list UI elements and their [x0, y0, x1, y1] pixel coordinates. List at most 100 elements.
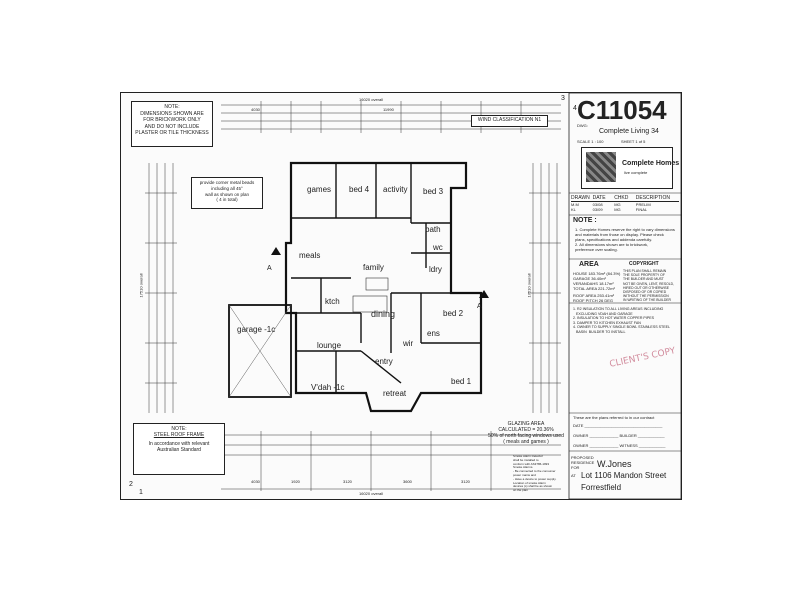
- signature-owner-builder: OWNER _____________ BUILDER ____________: [573, 433, 665, 438]
- drawing-label: DWG:: [577, 123, 588, 128]
- drawing-sheet: 3 4 2 1 C11054 DWG: Complete Living 34 S…: [120, 92, 682, 500]
- area-roof: ROOF AREA 253.41m²: [573, 293, 615, 298]
- dim-bottom-5: 3120: [461, 479, 470, 484]
- room-bed-2: bed 2: [443, 309, 464, 318]
- drawn-cell: 03/08: [592, 202, 603, 207]
- scale-text: SCALE 1 : 100: [577, 139, 604, 144]
- sheet-text: SHEET 1 of 5: [621, 139, 646, 144]
- smoke-alarm-note: Smoke Alarm Detector shall be installed …: [513, 454, 557, 493]
- wind-class-text: WIND CLASSIFICATION N1: [477, 117, 542, 123]
- dim-overall-left: 17510 overall: [138, 273, 144, 298]
- drawn-row: KL 03/09 MG FINAL: [571, 207, 679, 212]
- glazing-title: GLAZING AREA: [507, 421, 545, 427]
- drawn-cell: KL: [571, 207, 576, 212]
- drawn-cell: FINAL: [635, 207, 648, 212]
- logo-name: Complete Homes: [622, 160, 680, 167]
- steel-roof-body: In accordance with relevant Australian S…: [148, 441, 210, 453]
- drawn-cell: PRELIM: [635, 202, 651, 207]
- spec-notes: 1. R2 INSULATION TO ALL LIVING AREAS INC…: [573, 307, 670, 334]
- drawn-header-chkd: CHKD: [614, 195, 629, 201]
- area-line: HOUSE 183.76m² (84.3%): [573, 271, 621, 276]
- copyright-title: COPYRIGHT: [629, 261, 659, 267]
- room-garage: garage -1c: [237, 325, 276, 334]
- dim-bottom-1: 4030: [251, 479, 260, 484]
- room-family: family: [363, 263, 384, 272]
- room-ldry: ldry: [429, 265, 442, 274]
- area-lines: HOUSE 183.76m² (84.3%) GARAGE 36.40m² VE…: [573, 271, 620, 303]
- glazing-line-1: 50% of north facing windows used: [488, 433, 564, 439]
- note-top-left-text: NOTE: DIMENSIONS SHOWN ARE FOR BRICKWORK…: [135, 104, 209, 136]
- sheet-number-top-b: 4: [573, 105, 577, 112]
- area-roof-pitch: ROOF PITCH 26 DEG: [573, 298, 614, 303]
- main-note-body: 1. Complete Homes reserve the right to v…: [575, 227, 675, 252]
- room-meals: meals: [299, 251, 321, 260]
- residence-at: AT: [571, 473, 576, 478]
- sheet-number-top-a: 3: [561, 95, 565, 102]
- area-line: TOTAL AREA 221.72m²: [573, 286, 615, 291]
- room-dining: dining: [371, 309, 396, 319]
- section-mark-right: A: [477, 303, 482, 310]
- signature-intro: These are the plans referred to in our c…: [573, 415, 655, 420]
- room-bed-3: bed 3: [423, 187, 444, 196]
- room-entry: entry: [375, 357, 393, 366]
- drawn-table: DRAWN DATE CHKD DESCRIPTION M.M 03/08 MG…: [571, 195, 679, 212]
- room-lounge: lounge: [317, 341, 342, 350]
- residence-suburb: Forrestfield: [581, 483, 622, 492]
- drawn-header-drawn: DRAWN: [571, 195, 590, 201]
- plan-name: Complete Living 34: [599, 128, 659, 135]
- main-note-title: NOTE :: [573, 217, 597, 224]
- residence-label: PROPOSED RESIDENCE FOR: [571, 455, 595, 470]
- logo-box: Complete Homes live complete: [581, 147, 679, 189]
- note-corner-box: provide corner metal beads including all…: [191, 177, 263, 209]
- steel-roof-subtitle: STEEL ROOF FRAME: [153, 432, 205, 438]
- logo-tag: live complete: [624, 170, 648, 175]
- signature-owner-witness: OWNER _____________ WITNESS ____________: [573, 443, 666, 448]
- room-games: games: [307, 185, 332, 194]
- room-ktch: ktch: [325, 297, 340, 306]
- room-bed-4: bed 4: [349, 185, 370, 194]
- logo-mark-icon: [586, 152, 616, 182]
- signature-date: DATE ___________________________________: [573, 423, 663, 428]
- room-wc: wc: [433, 243, 443, 252]
- glazing-line-2: ( meals and games ): [503, 439, 549, 445]
- note-top-left-box: NOTE: DIMENSIONS SHOWN ARE FOR BRICKWORK…: [131, 101, 213, 147]
- steel-roof-note: NOTE: STEEL ROOF FRAME In accordance wit…: [133, 423, 225, 475]
- wind-class-box: WIND CLASSIFICATION N1: [471, 115, 548, 127]
- sheet-number-bottom-b: 1: [139, 489, 143, 496]
- copyright-body: THIS PLAN SHALL REMAIN THE SOLE PROPERTY…: [623, 269, 674, 303]
- room-bath: bath: [425, 225, 441, 234]
- drawn-header-date: DATE: [592, 195, 606, 201]
- dim-overall-bottom: 16020 overall: [359, 491, 384, 496]
- sheet-number-bottom-a: 2: [129, 481, 133, 488]
- dim-bottom-4: 3600: [403, 479, 412, 484]
- area-line: GARAGE 36.40m²: [573, 276, 606, 281]
- dim-overall-right: 17510 overall: [526, 273, 532, 298]
- drawn-header-description: DESCRIPTION: [635, 195, 670, 201]
- steel-roof-title: NOTE:: [171, 426, 187, 432]
- room-vdah: V'dah -1c: [311, 383, 345, 392]
- dim-overall-top: 16020 overall: [359, 97, 384, 102]
- drawn-cell: M.M: [571, 202, 579, 207]
- glazing-calc: CALCULATED = 20.36%: [498, 427, 554, 433]
- residence-name: W.Jones: [597, 459, 632, 469]
- dim-bottom-2: 1920: [291, 479, 300, 484]
- floor-plan-drawing: [145, 93, 681, 499]
- glazing-note: GLAZING AREA CALCULATED = 20.36% 50% of …: [471, 421, 581, 445]
- drawing-number: C11054: [577, 95, 667, 125]
- dim-top-2: 11990: [383, 107, 394, 112]
- drawn-row: M.M 03/08 MG PRELIM: [571, 202, 679, 207]
- section-mark-left: A: [267, 265, 272, 272]
- room-wir: wir: [403, 339, 414, 348]
- room-bed-1: bed 1: [451, 377, 472, 386]
- drawn-cell: 03/09: [592, 207, 603, 212]
- note-corner-text: provide corner metal beads including all…: [199, 180, 255, 203]
- room-ens: ens: [427, 329, 440, 338]
- room-activity: activity: [383, 185, 408, 194]
- area-line: VERANDAHS 18.17m²: [573, 281, 614, 286]
- area-title: AREA: [579, 261, 599, 268]
- dim-top-1: 4030: [251, 107, 260, 112]
- residence-lot: Lot 1106 Mandon Street: [581, 471, 667, 480]
- dim-bottom-3: 3120: [343, 479, 352, 484]
- drawn-cell: MG: [614, 202, 621, 207]
- room-retreat: retreat: [383, 389, 407, 398]
